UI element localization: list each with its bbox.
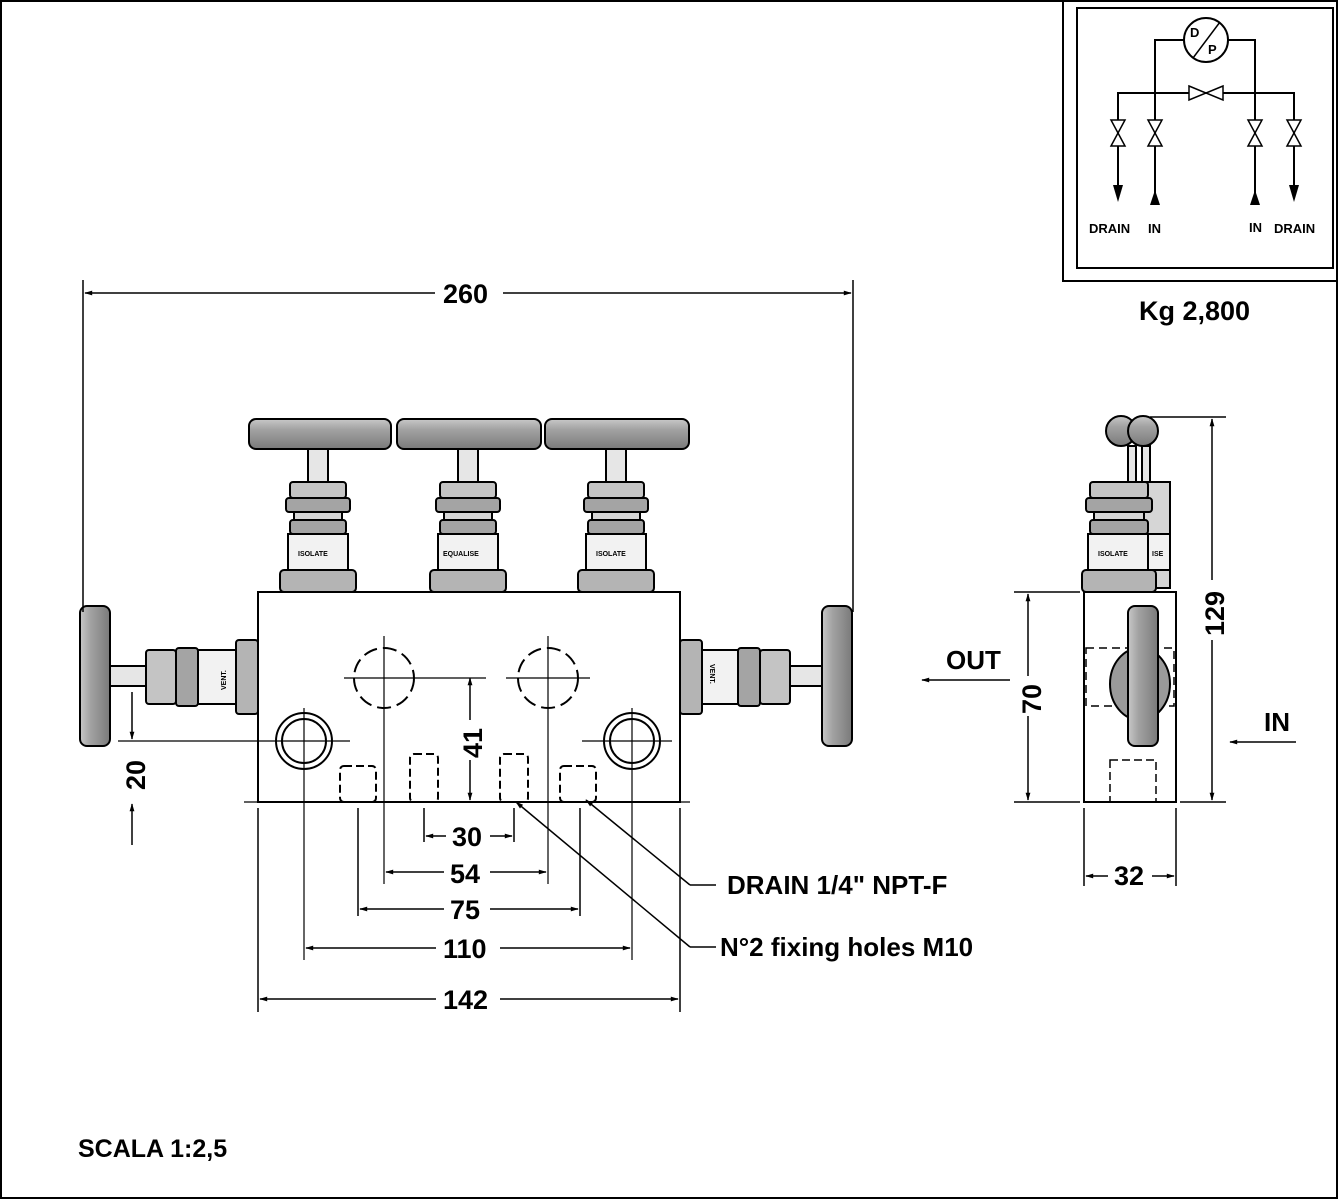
schematic-label-in-left: IN <box>1148 221 1161 236</box>
side-dimension-lines <box>921 416 1296 886</box>
vent-valve-left <box>79 605 259 747</box>
dim-70: 70 <box>1017 684 1047 714</box>
flow-arrow-icons <box>1113 185 1299 205</box>
valve-bonnet-center <box>429 448 507 593</box>
valve-bonnet-left <box>279 448 357 593</box>
valve-bonnet-right <box>577 448 655 593</box>
tag-isolate-left: ISOLATE <box>298 551 328 558</box>
top-handles <box>248 418 690 450</box>
dim-32: 32 <box>1114 861 1144 891</box>
dim-75: 75 <box>450 895 480 925</box>
vent-valve-right <box>679 605 853 747</box>
dim-110: 110 <box>443 934 487 964</box>
dp-top-letter: D <box>1190 25 1199 40</box>
dim-54: 54 <box>450 859 480 889</box>
tag-vent-left: VENT. <box>221 670 228 690</box>
schematic-label-in-right: IN <box>1249 220 1262 235</box>
dim-30: 30 <box>452 822 482 852</box>
schematic-inset: D P DRAIN IN IN DRAIN <box>1062 1 1338 282</box>
tag-isolate-right: ISOLATE <box>596 551 626 558</box>
isolation-valve-symbols <box>1109 119 1303 147</box>
dp-bottom-letter: P <box>1208 42 1217 57</box>
dim-129: 129 <box>1200 591 1230 636</box>
scale-label: SCALA 1:2,5 <box>78 1135 227 1163</box>
drain-ports <box>339 753 597 803</box>
side-view: ISOLATE ISE <box>1081 415 1177 803</box>
front-view: ISOLATE EQUALISE ISOLATE VENT. VENT. <box>79 418 853 960</box>
front-dimension-lines <box>82 280 854 1012</box>
flow-out-label: OUT <box>946 645 1001 675</box>
equalise-valve-symbol <box>1188 84 1224 102</box>
tag-vent-right: VENT. <box>708 664 715 684</box>
callout-drain: DRAIN 1/4" NPT-F <box>727 870 947 900</box>
dim-20: 20 <box>121 760 151 790</box>
dim-260: 260 <box>443 279 488 309</box>
dim-142: 142 <box>443 985 488 1015</box>
schematic-label-drain-right: DRAIN <box>1274 221 1315 236</box>
callout-fixing-holes: N°2 fixing holes M10 <box>720 932 973 962</box>
tag-side-isolate: ISOLATE <box>1098 551 1128 558</box>
manifold-body <box>257 591 681 803</box>
schematic-label-drain-left: DRAIN <box>1089 221 1130 236</box>
tag-side-partial: ISE <box>1152 551 1164 558</box>
flow-in-label: IN <box>1264 707 1290 737</box>
center-lines <box>118 636 672 960</box>
dim-41: 41 <box>458 728 488 758</box>
tag-equalise: EQUALISE <box>443 551 479 558</box>
weight-label: Kg 2,800 <box>1139 296 1250 326</box>
schematic-frame <box>1076 7 1334 269</box>
